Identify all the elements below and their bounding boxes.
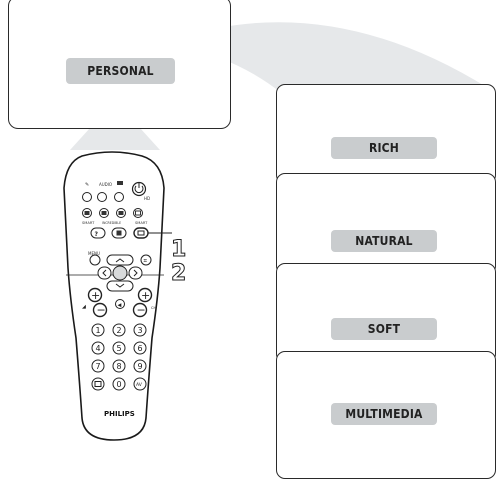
digit-0[interactable]: 0 [117,380,122,389]
digit-9[interactable]: 9 [138,362,143,371]
numeric-keypad: 1 2 3 4 5 6 7 8 9 0 AV [91,323,147,391]
svg-text:?: ? [95,231,99,238]
audio-button[interactable] [97,192,107,202]
ch-label: CH [151,306,156,310]
mode-panel-soft: SOFT [276,263,496,363]
power-icon [134,185,144,194]
chevron-up-icon [115,258,125,263]
remote-beam [70,128,160,150]
volume-icon: ◢ [82,304,86,310]
current-mode-label: PERSONAL [66,58,175,84]
svg-text:−: − [137,304,146,317]
smart-picture-button[interactable] [90,227,106,239]
menu-button[interactable] [89,254,101,266]
teletext-button[interactable] [91,377,105,391]
nav-down-button[interactable] [106,280,134,292]
digit-2[interactable]: 2 [117,326,122,335]
mute-icon: ✎ [85,182,89,188]
exit-button[interactable] [140,254,152,266]
digit-6[interactable]: 6 [138,344,143,353]
program-up-button[interactable] [137,287,153,303]
menu-label: MENU [88,251,100,256]
mode-panel-multimedia: MULTIMEDIA [276,351,496,479]
digit-7[interactable]: 7 [96,362,101,371]
svg-text:⌗: ⌗ [144,258,148,265]
nav-up-button[interactable] [106,254,134,266]
digit-1[interactable]: 1 [96,326,101,335]
digit-8[interactable]: 8 [117,362,122,371]
mode-panel-natural: NATURAL [276,173,496,275]
svg-text:AV: AV [136,382,143,388]
nav-left-button[interactable] [97,266,112,280]
chevron-left-icon [102,269,107,277]
color-keys [82,208,143,218]
chevron-down-icon [115,283,125,288]
hd-label: HD [144,196,150,201]
smart-label-right: SMART [135,221,148,225]
volume-up-button[interactable] [87,287,103,303]
speaker-mute-icon: ◀ [118,303,122,309]
brand-logo: PHILIPS [104,410,135,418]
volume-controls: + − ◢ [82,287,108,318]
nav-right-button[interactable] [128,266,143,280]
program-down-button[interactable] [132,302,148,318]
remote-control: ✎ AUDIO HD SMART INCREDIBLE SMART ? 1 2 … [63,151,187,441]
digit-4[interactable]: 4 [96,344,101,353]
av-button[interactable] [133,377,147,391]
svg-text:+: + [141,289,150,302]
smart-sound-button[interactable] [133,227,149,239]
callout-step-1: 1 [171,237,186,262]
program-controls: + − CH [132,287,156,318]
svg-text:+: + [91,289,100,302]
tv-screen: PERSONAL [8,0,231,129]
cyan-key[interactable] [133,208,143,218]
svg-text:−: − [97,304,106,317]
mode-option-soft[interactable]: SOFT [331,318,437,340]
chevron-right-icon [133,269,138,277]
teletext-icon [94,381,102,387]
callout-step-2: 2 [171,261,186,286]
mode-transition-arc-fill [176,30,492,92]
mode-option-natural[interactable]: NATURAL [331,230,437,252]
mode-panel-rich: RICH [276,84,496,184]
mute-button[interactable] [82,192,92,202]
subtitle-icon [117,181,123,185]
incredible-label: INCREDIBLE [102,221,121,225]
smart-label-left: SMART [82,221,95,225]
ok-button[interactable] [112,265,128,281]
subtitle-button[interactable] [114,192,124,202]
audio-label: AUDIO [99,182,112,187]
power-button[interactable] [131,181,147,197]
mute-center-button[interactable] [115,299,125,309]
mode-option-multimedia[interactable]: MULTIMEDIA [331,403,437,425]
volume-down-button[interactable] [92,302,108,318]
mode-option-rich[interactable]: RICH [331,137,437,159]
digit-5[interactable]: 5 [117,344,122,353]
digit-3[interactable]: 3 [138,326,143,335]
